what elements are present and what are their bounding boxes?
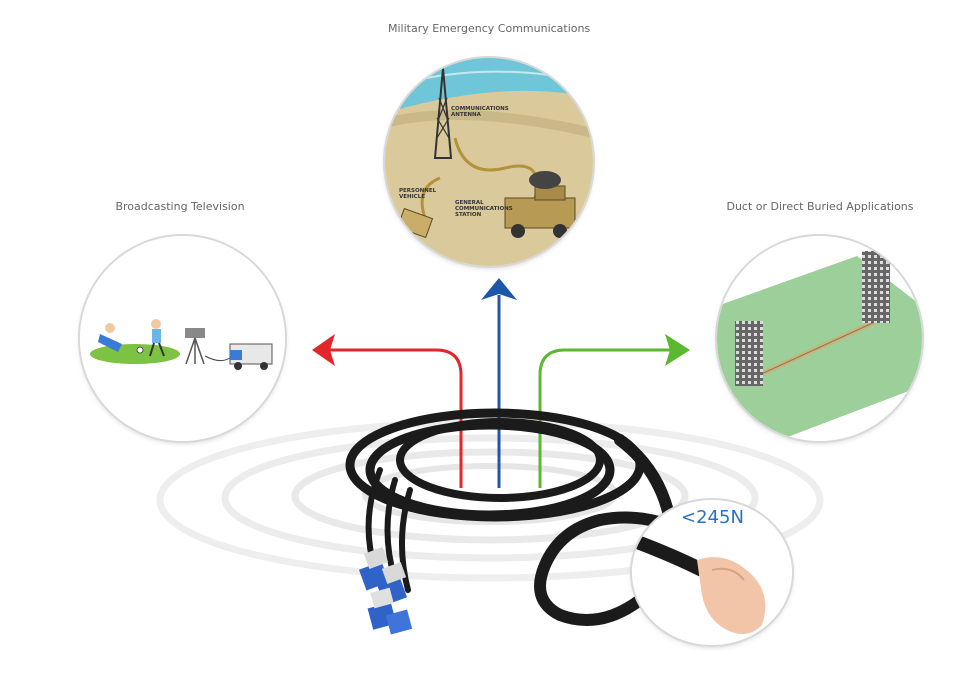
left-arrow-head — [312, 334, 335, 366]
caption-duct: Duct or Direct Buried Applications — [726, 200, 914, 213]
duct-scene — [717, 236, 922, 441]
military-vehicle-icon — [504, 171, 576, 238]
hand-icon — [632, 500, 792, 645]
broadcast-van-icon — [229, 343, 273, 370]
buildings-icon — [735, 251, 890, 386]
up-arrow-head — [481, 278, 517, 300]
caption-military: Military Emergency Communications — [388, 22, 591, 35]
broadcasting-scene — [80, 236, 285, 441]
tension-value: <245N — [681, 507, 744, 528]
lc-connector-icon — [358, 547, 413, 635]
tension-inset — [632, 500, 792, 645]
right-arrow-head — [665, 334, 690, 366]
soccer-players-icon — [98, 319, 165, 357]
tv-camera-icon — [185, 328, 205, 365]
antenna-tower-icon — [433, 67, 453, 159]
caption-broadcasting: Broadcasting Television — [115, 200, 245, 213]
